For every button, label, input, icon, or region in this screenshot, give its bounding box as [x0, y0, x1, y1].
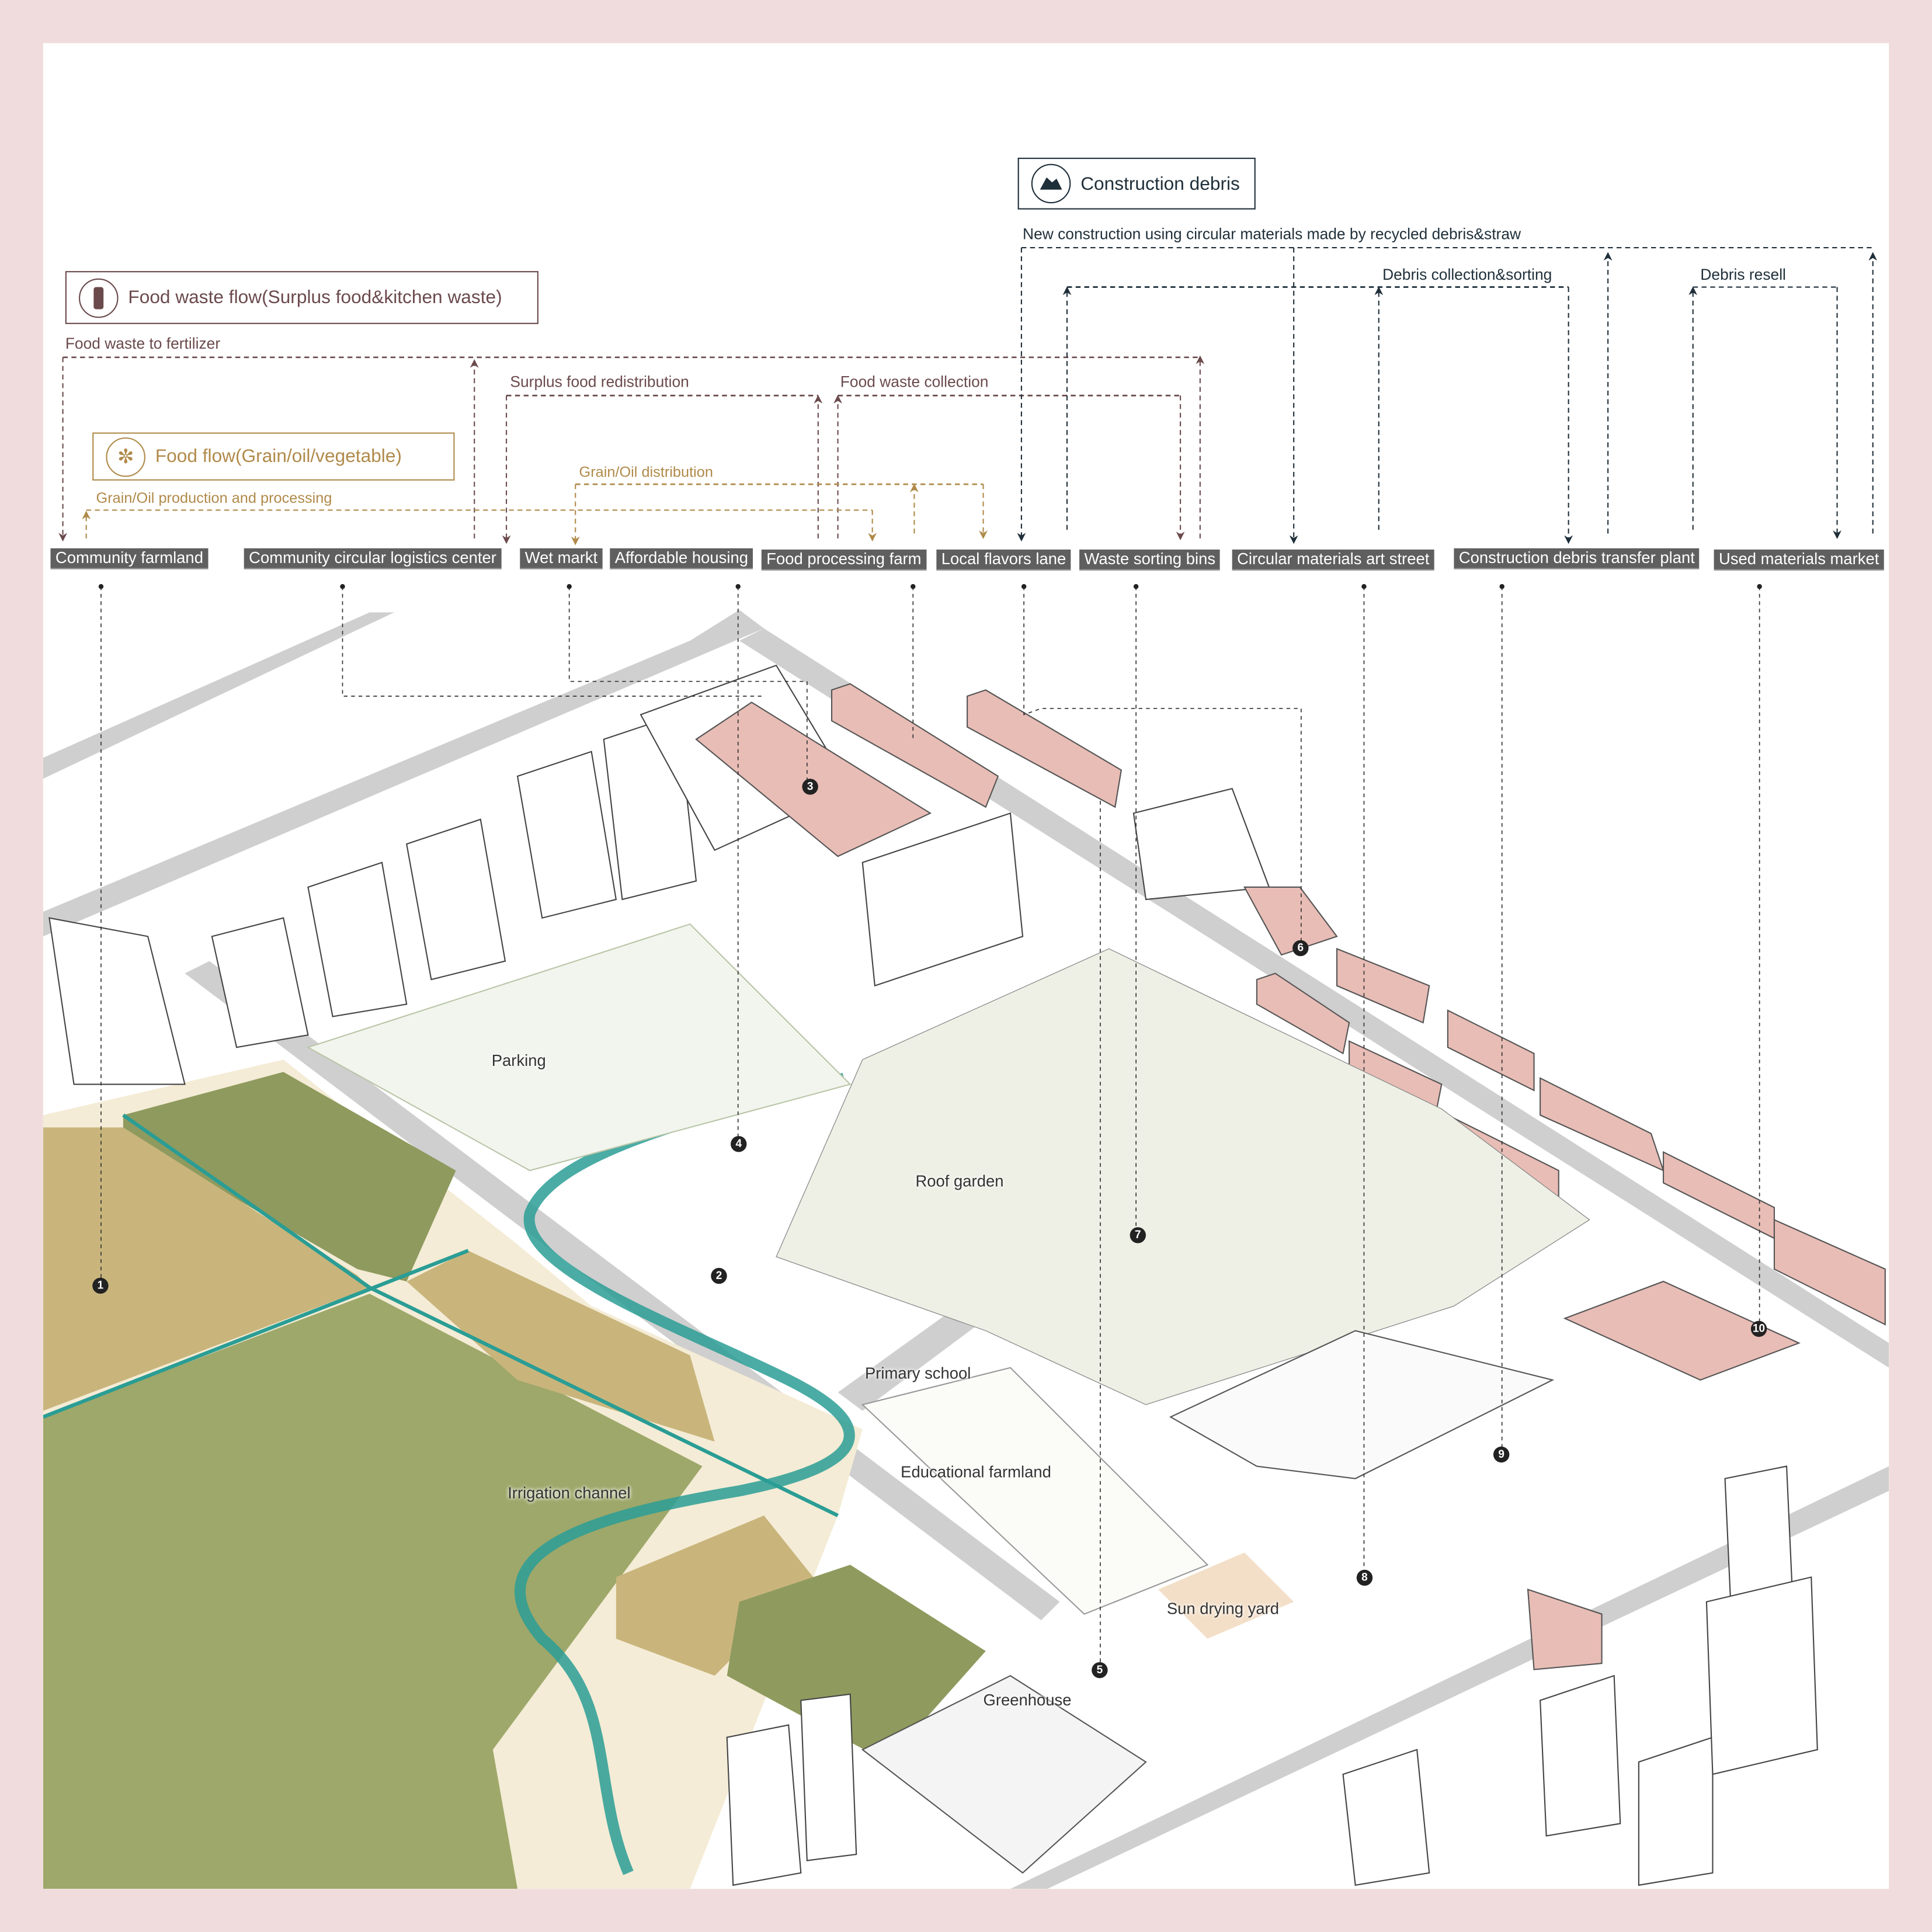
- map-label-irrigation-channel: Irrigation channel: [508, 1483, 631, 1502]
- debris-flow-lines: [1017, 246, 1878, 544]
- legend-debris-title: Construction debris: [1080, 173, 1240, 194]
- node-debris-transfer-plant: Construction debris transfer plant: [1454, 548, 1700, 569]
- diagram-canvas: Food waste flow(Surplus food&kitchen was…: [43, 43, 1889, 1889]
- food-flow-lines: [82, 483, 988, 545]
- rubble-icon: [1031, 164, 1071, 204]
- marker-2: 2: [711, 1267, 727, 1284]
- flow-lines: [58, 246, 1878, 545]
- legend-food-title: Food flow(Grain/oil/vegetable): [155, 446, 402, 467]
- map-label-educational-farmland: Educational farmland: [901, 1462, 1051, 1481]
- node-community-farmland: Community farmland: [50, 548, 209, 569]
- sun-drying-yard: [1158, 1552, 1294, 1639]
- map-label-sun-drying-yard: Sun drying yard: [1166, 1599, 1279, 1618]
- parking-lot: [306, 923, 852, 1172]
- map-label-parking: Parking: [491, 1051, 546, 1070]
- node-used-materials-market: Used materials market: [1714, 549, 1884, 571]
- node-affordable-housing: Affordable housing: [610, 548, 753, 569]
- flow-label-grain-distribution: Grain/Oil distribution: [579, 463, 713, 481]
- marker-3: 3: [802, 779, 818, 795]
- tower-blocks: [726, 1465, 1818, 1886]
- flow-label-collection: Food waste collection: [840, 373, 989, 391]
- flow-label-grain-production: Grain/Oil production and processing: [96, 489, 332, 507]
- wheat-icon: ✼: [106, 436, 145, 477]
- node-waste-sorting-bins: Waste sorting bins: [1079, 549, 1221, 571]
- marker-7: 7: [1130, 1227, 1146, 1243]
- legend-food-waste: Food waste flow(Surplus food&kitchen was…: [65, 271, 538, 324]
- node-food-processing-farm: Food processing farm: [761, 549, 926, 571]
- map-label-primary-school: Primary school: [865, 1364, 971, 1383]
- marker-6: 6: [1292, 940, 1309, 957]
- community-farmland: [43, 1059, 986, 1889]
- irrigation-channel-river: [515, 1072, 855, 1875]
- village-cluster: [776, 948, 1590, 1405]
- flow-label-debris-resell: Debris resell: [1700, 266, 1786, 284]
- marker-5: 5: [1092, 1662, 1108, 1679]
- node-local-flavors-lane: Local flavors lane: [936, 549, 1071, 571]
- site-map: [43, 583, 1889, 1889]
- flow-label-new-construction: New construction using circular material…: [1023, 225, 1521, 243]
- greenhouses: [861, 1674, 1147, 1874]
- industrial-sheds: [1169, 1330, 1555, 1479]
- legend-debris: Construction debris: [1017, 158, 1256, 210]
- apple-core-icon: [79, 277, 119, 318]
- node-wet-market: Wet markt: [520, 548, 603, 569]
- marker-10: 10: [1750, 1321, 1767, 1337]
- legend-food-waste-title: Food waste flow(Surplus food&kitchen was…: [128, 287, 502, 308]
- flow-label-fertilizer: Food waste to fertilizer: [65, 335, 221, 353]
- map-label-roof-garden: Roof garden: [915, 1172, 1004, 1190]
- marker-1: 1: [92, 1277, 109, 1294]
- educational-farmland-plots: [861, 1367, 1209, 1615]
- legend-food: ✼ Food flow(Grain/oil/vegetable): [92, 432, 455, 481]
- map-label-greenhouse: Greenhouse: [983, 1690, 1072, 1709]
- node-logistics-center: Community circular logistics center: [244, 548, 502, 569]
- flow-label-surplus: Surplus food redistribution: [510, 373, 689, 391]
- flow-label-debris-collection: Debris collection&sorting: [1382, 266, 1552, 284]
- marker-8: 8: [1356, 1569, 1373, 1586]
- marker-4: 4: [731, 1136, 747, 1152]
- node-art-street: Circular materials art street: [1232, 549, 1434, 571]
- marker-9: 9: [1493, 1446, 1510, 1463]
- leader-lines: [100, 586, 1760, 1670]
